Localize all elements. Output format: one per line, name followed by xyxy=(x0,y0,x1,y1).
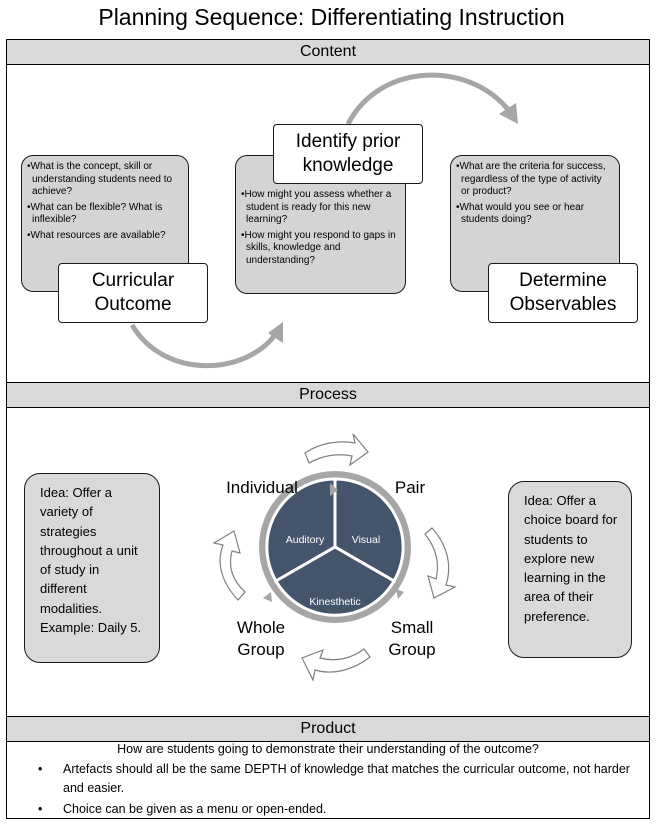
section-header-content: Content xyxy=(6,39,650,65)
product-bullet: Choice can be given as a menu or open-en… xyxy=(38,800,638,819)
question-item: How might you assess whether a student i… xyxy=(241,189,399,227)
label-line: Identify prior xyxy=(295,131,401,152)
ring-arrow-tip-top xyxy=(330,483,338,496)
pie-label-kinesthetic: Kinesthetic xyxy=(309,596,361,608)
observables-label: Determine Observables xyxy=(488,263,638,323)
question-item: What is the concept, skill or understand… xyxy=(27,161,182,199)
label-line: Small xyxy=(390,618,434,637)
question-item: What can be flexible? What is inflexible… xyxy=(27,202,182,227)
grouping-label-whole-group: Whole Group xyxy=(226,617,296,661)
curved-arrow-bottom-head xyxy=(268,322,283,343)
curved-arrow-top-head xyxy=(499,103,518,124)
cycle-arrow-bottom xyxy=(301,648,371,682)
ring-arrow-tip-right xyxy=(396,589,404,599)
cycle-arrow-top xyxy=(304,433,369,467)
label-line: Whole xyxy=(236,618,286,637)
label-line: Group xyxy=(388,640,436,659)
grouping-label-individual: Individual xyxy=(226,478,298,497)
idea-box-right: Idea: Offer a choice board for students … xyxy=(508,481,632,658)
grouping-label-pair: Pair xyxy=(394,478,426,497)
curved-arrow-bottom xyxy=(129,323,277,369)
cycle-arrow-left xyxy=(212,530,246,601)
cycle-arrow-right xyxy=(424,527,457,599)
question-item: How might you respond to gaps in skills,… xyxy=(241,230,399,268)
product-question: How are students going to demonstrate th… xyxy=(117,742,539,756)
idea-box-left: Idea: Offer a variety of strategies thro… xyxy=(24,473,160,663)
question-item: What are the criteria for success, regar… xyxy=(456,161,613,199)
question-item: What resources are available? xyxy=(27,230,182,243)
question-item: What would you see or hear students doin… xyxy=(456,202,613,227)
label-line: Group xyxy=(237,640,285,659)
curved-arrow-top xyxy=(345,72,512,126)
prior-knowledge-label: Identify prior knowledge xyxy=(273,124,423,184)
page-title: Planning Sequence: Differentiating Instr… xyxy=(98,4,565,30)
grouping-label-small-group: Small Group xyxy=(380,617,444,661)
label-line: Determine xyxy=(519,270,607,291)
label-line: Curricular xyxy=(91,270,175,291)
product-bullet: Artefacts should all be the same DEPTH o… xyxy=(38,760,638,798)
pie-segment-kinesthetic xyxy=(273,545,397,617)
label-line: Outcome xyxy=(94,294,172,315)
pie-label-auditory: Auditory xyxy=(285,534,325,546)
curricular-outcome-label: Curricular Outcome xyxy=(58,263,208,323)
section-header-process: Process xyxy=(6,382,650,408)
label-line: knowledge xyxy=(302,155,394,176)
section-header-product: Product xyxy=(6,716,650,742)
ring-arrow-tip-left xyxy=(263,592,272,602)
product-bullet-list: Artefacts should all be the same DEPTH o… xyxy=(38,760,638,821)
prior-knowledge-questions: How might you assess whether a student i… xyxy=(235,155,406,294)
pie-label-visual: Visual xyxy=(351,534,381,546)
label-line: Observables xyxy=(509,294,617,315)
